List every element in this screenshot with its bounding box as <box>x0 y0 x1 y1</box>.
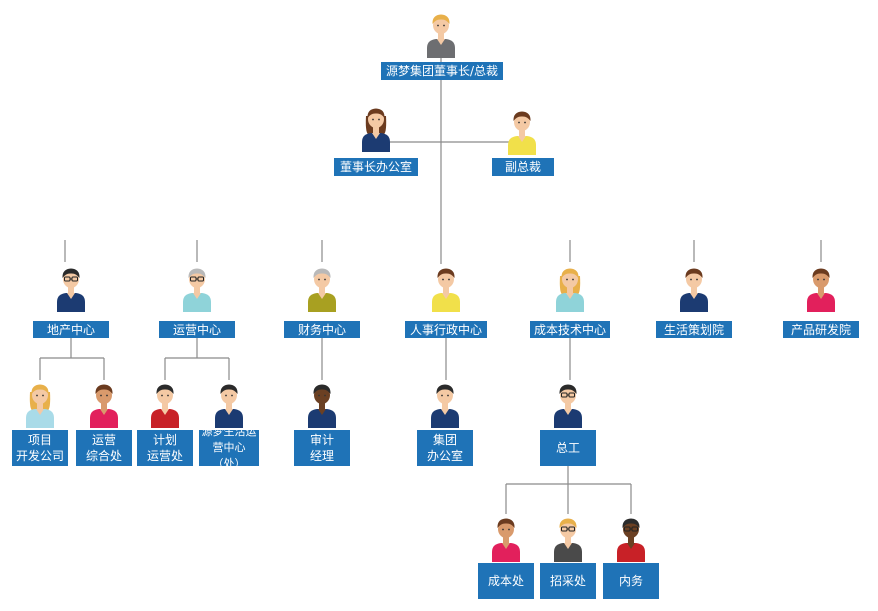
node-label-dept-real-estate: 地产中心 <box>46 322 95 337</box>
node-label-audit-manager: 审计 经理 <box>309 433 334 463</box>
node-label-chairman-office: 董事长办公室 <box>339 160 412 174</box>
node-ops-general: 运营 综合处 <box>76 430 132 466</box>
node-lifestyle-ops: 源梦生活运 营中心（处） <box>199 425 259 470</box>
node-project-company: 项目 开发公司 <box>12 430 68 466</box>
node-label-dept-hr-admin: 人事行政中心 <box>409 322 482 337</box>
node-group-office: 集团 办公室 <box>417 430 473 466</box>
person-icon-ops-general <box>90 384 118 428</box>
node-internal-affairs: 内务 <box>603 563 659 599</box>
person-icon-lifestyle-ops <box>215 384 243 428</box>
node-label-internal-affairs: 内务 <box>618 574 643 588</box>
person-icon-chairman-office <box>362 108 390 152</box>
node-label-group-office: 集团 办公室 <box>426 433 463 463</box>
person-icon-internal-affairs <box>617 518 645 562</box>
node-ceo: 源梦集团董事长/总裁 <box>381 62 503 80</box>
person-icon-real-estate <box>57 268 85 312</box>
node-dept-cost-tech: 成本技术中心 <box>530 321 610 338</box>
person-icon-operations <box>183 268 211 312</box>
node-dept-product-rd: 产品研发院 <box>783 321 859 338</box>
node-label-plan-ops: 计划 运营处 <box>146 433 183 463</box>
person-icon-finance <box>308 268 336 312</box>
person-icon-audit-manager <box>308 384 336 428</box>
node-label-chief-engineer: 总工 <box>555 441 580 455</box>
node-dept-operations: 运营中心 <box>159 321 235 338</box>
person-icon-chief-engineer <box>554 384 582 428</box>
node-dept-life-planning: 生活策划院 <box>656 321 732 338</box>
node-chairman-office: 董事长办公室 <box>334 158 418 176</box>
node-label-lifestyle-ops: 源梦生活运 营中心（处） <box>201 425 257 470</box>
node-label-ops-general: 运营 综合处 <box>85 433 122 463</box>
node-dept-hr-admin: 人事行政中心 <box>405 321 487 338</box>
node-label-ceo: 源梦集团董事长/总裁 <box>385 64 499 78</box>
node-label-project-company: 项目 开发公司 <box>15 433 64 463</box>
node-cost-office: 成本处 <box>478 563 534 599</box>
node-procurement: 招采处 <box>540 563 596 599</box>
person-icon-group-office <box>431 384 459 428</box>
node-audit-manager: 审计 经理 <box>294 430 350 466</box>
person-icon-hr-admin <box>432 268 460 312</box>
node-label-dept-life-planning: 生活策划院 <box>663 322 724 337</box>
person-icon-procurement <box>554 518 582 562</box>
node-label-cost-office: 成本处 <box>487 574 524 588</box>
person-icon-product-rd <box>807 268 835 312</box>
person-icon-project-company <box>26 384 54 428</box>
node-vice-president: 副总裁 <box>492 158 554 176</box>
person-icon-plan-ops <box>151 384 179 428</box>
node-label-procurement: 招采处 <box>549 574 586 588</box>
node-label-dept-cost-tech: 成本技术中心 <box>533 322 606 337</box>
node-dept-real-estate: 地产中心 <box>33 321 109 338</box>
node-label-dept-finance: 财务中心 <box>297 322 346 337</box>
node-chief-engineer: 总工 <box>540 430 596 466</box>
person-icon-life-planning <box>680 268 708 312</box>
node-label-vice-president: 副总裁 <box>504 160 541 174</box>
node-label-dept-operations: 运营中心 <box>172 322 221 337</box>
person-icon-ceo <box>427 14 455 58</box>
node-dept-finance: 财务中心 <box>284 321 360 338</box>
person-icon-vice-president <box>508 111 536 155</box>
node-label-dept-product-rd: 产品研发院 <box>790 322 851 337</box>
person-icon-cost-tech <box>556 268 584 312</box>
person-icon-cost-office <box>492 518 520 562</box>
node-plan-ops: 计划 运营处 <box>137 430 193 466</box>
